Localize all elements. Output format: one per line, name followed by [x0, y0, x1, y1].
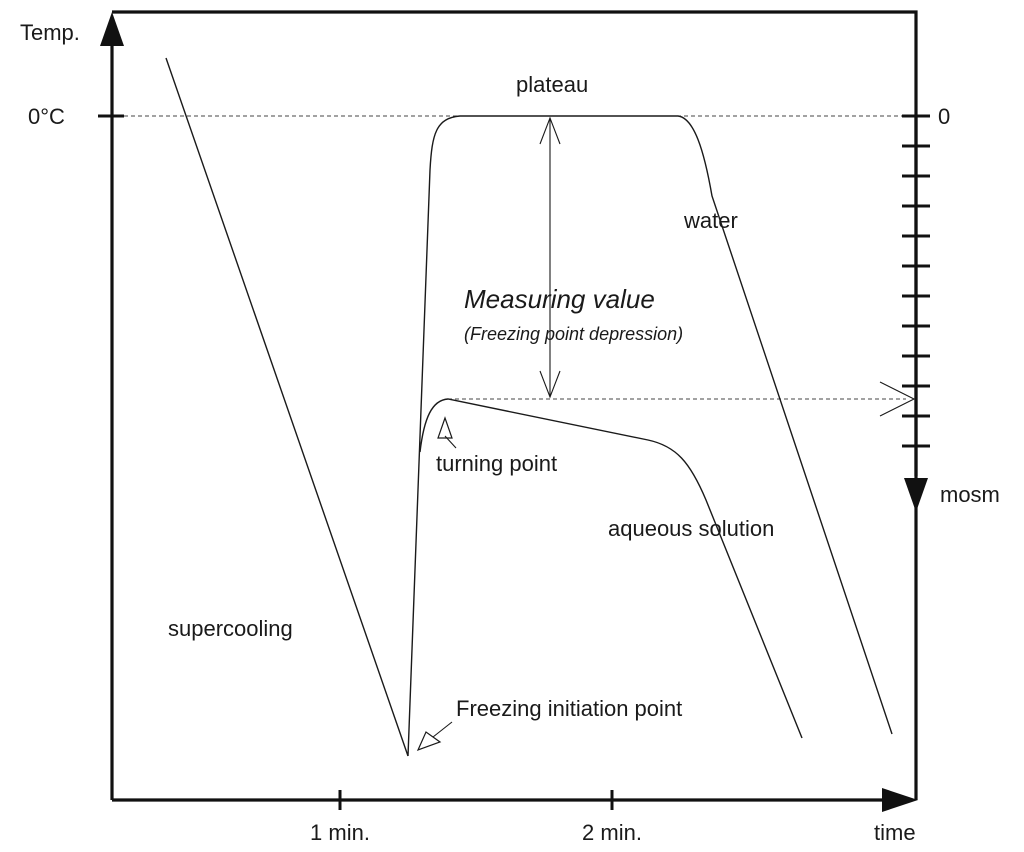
right-zero-label: 0 [938, 104, 950, 129]
aqueous-solution-label: aqueous solution [608, 516, 774, 541]
water-curve [407, 115, 893, 757]
turning-point-arrow-icon [437, 416, 457, 449]
measuring-value-sublabel: (Freezing point depression) [464, 324, 683, 344]
freezing-initiation-label: Freezing initiation point [456, 696, 682, 721]
water-label: water [683, 208, 738, 233]
zero-degree-label: 0°C [28, 104, 65, 129]
freezing-initiation-arrow-icon [416, 721, 453, 752]
x-axis-arrow [882, 788, 918, 812]
y-axis-arrow [100, 12, 124, 46]
aqueous-solution-curve [419, 398, 803, 739]
y-axis-label: Temp. [20, 20, 80, 45]
plateau-label: plateau [516, 72, 588, 97]
frame-border [112, 10, 918, 800]
x-axis-label: time [874, 820, 916, 845]
x-tick-label-1min: 1 min. [310, 820, 370, 845]
measuring-value-arrow-bottom [539, 370, 561, 399]
measuring-value-label: Measuring value [464, 284, 655, 314]
supercooling-label: supercooling [168, 616, 293, 641]
mosm-label: mosm [940, 482, 1000, 507]
scale-pointer-arrowhead [879, 381, 916, 417]
measuring-value-arrow-top [539, 116, 561, 145]
mosm-ticks [902, 114, 930, 448]
turning-point-label: turning point [436, 451, 557, 476]
mosm-arrow [904, 478, 928, 512]
x-tick-label-2min: 2 min. [582, 820, 642, 845]
supercooling-line [165, 57, 409, 757]
